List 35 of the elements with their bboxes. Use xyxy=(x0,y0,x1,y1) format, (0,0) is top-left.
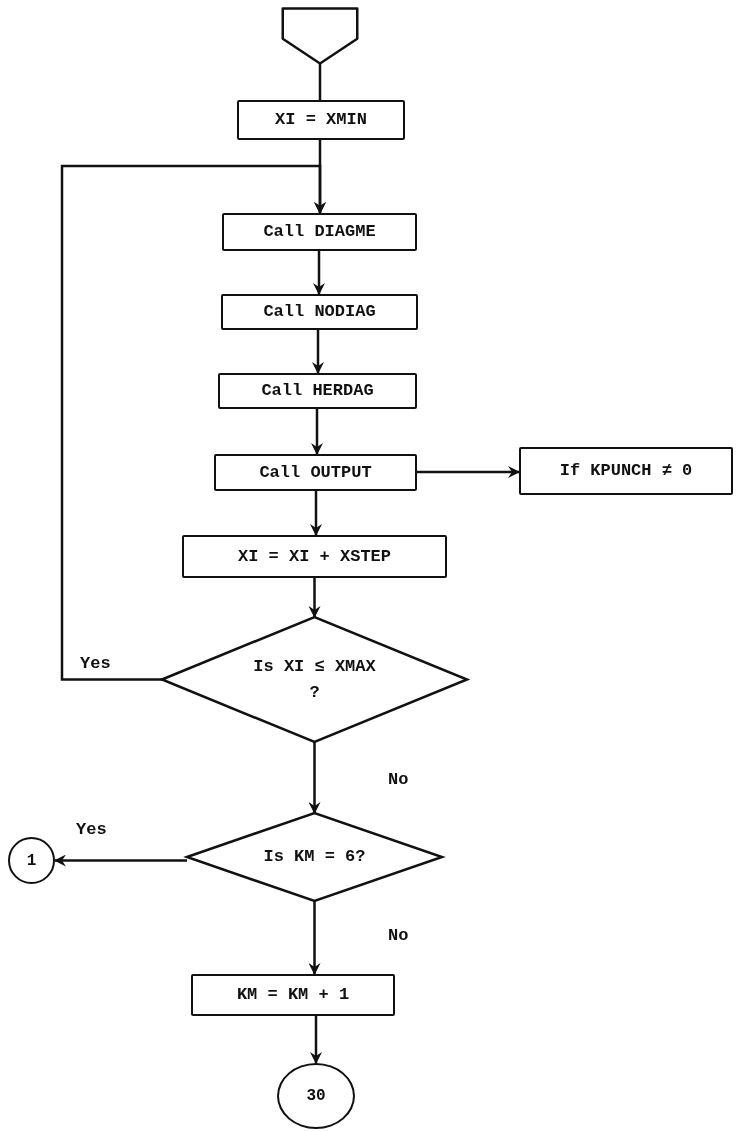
node-label: Is XI ≤ XMAX ? xyxy=(252,656,377,704)
flow-arrow xyxy=(308,742,321,814)
flow-arrow xyxy=(308,578,321,618)
node-label: XI = XMIN xyxy=(275,109,367,132)
node-label: Call OUTPUT xyxy=(259,461,372,484)
connector-number: 30 xyxy=(306,1086,326,1107)
process-box xyxy=(221,294,418,330)
process-box xyxy=(214,454,417,491)
decision-diamond xyxy=(162,617,467,742)
flow-arrow xyxy=(308,901,321,975)
flow-arrow xyxy=(313,251,325,295)
process-box xyxy=(237,100,405,140)
flow-arrow xyxy=(54,854,187,867)
flow-line xyxy=(318,64,322,100)
process-box xyxy=(191,974,395,1016)
flow-arrow xyxy=(310,491,322,536)
off-page-connector xyxy=(282,8,358,64)
flow-arrow xyxy=(417,466,520,478)
node-label: If KPUNCH ≠ 0 xyxy=(559,460,693,483)
node-label: KM = KM + 1 xyxy=(236,984,350,1007)
node-label: XI = XI + XSTEP xyxy=(238,545,391,568)
connector-circle xyxy=(8,837,55,884)
node-label: Call NODIAG xyxy=(263,301,376,324)
process-box xyxy=(519,447,733,495)
process-box xyxy=(218,373,417,409)
flow-arrow xyxy=(311,409,323,455)
flow-arrow xyxy=(310,1016,322,1064)
process-box xyxy=(182,535,447,578)
flow-arrow xyxy=(60,164,326,681)
connector-number: 1 xyxy=(26,850,37,872)
flow-arrow xyxy=(312,330,324,374)
node-label: Call HERDAG xyxy=(261,380,374,403)
process-box xyxy=(222,213,417,251)
node-label: Call DIAGME xyxy=(263,221,376,244)
node-label: Is KM = 6? xyxy=(263,846,366,869)
